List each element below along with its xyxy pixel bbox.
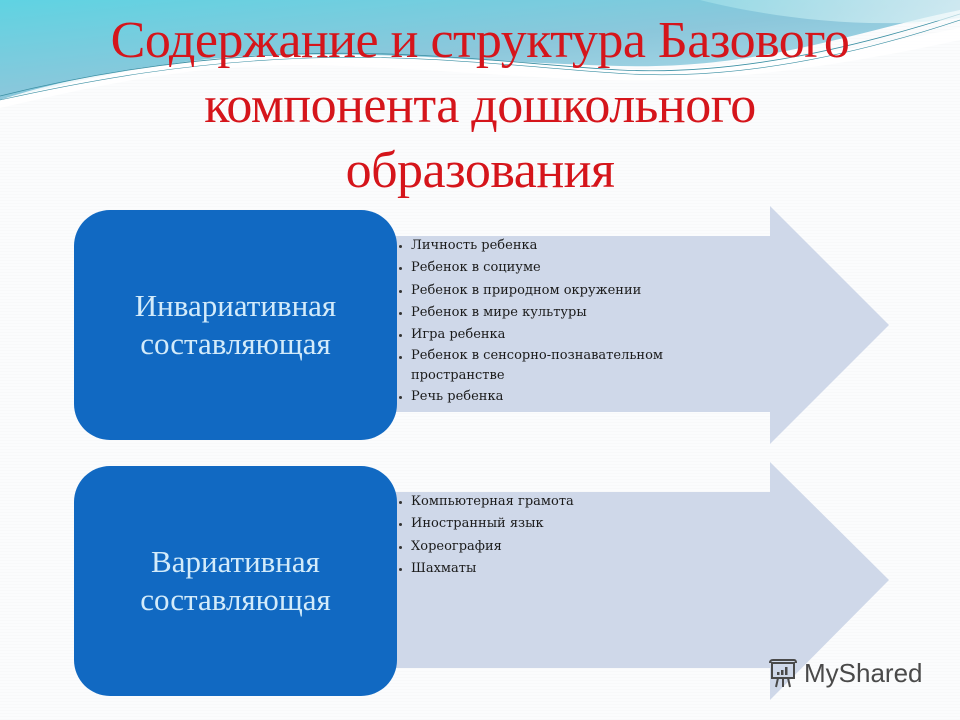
invariant-component-box: Инвариативная составляющая — [74, 210, 397, 440]
list-item: Ребенок в социуме — [398, 257, 718, 279]
invariant-items-list: Личность ребенка Ребенок в социуме Ребен… — [398, 235, 718, 409]
list-item: Речь ребенка — [398, 386, 718, 408]
arrow-shape-invariant — [395, 206, 889, 444]
variant-label-line-2: составляющая — [140, 582, 331, 617]
slide-title: Содержание и структура Базового компонен… — [0, 8, 960, 203]
list-item: Игра ребенка — [398, 324, 718, 346]
wave-background — [0, 0, 960, 108]
list-item: Ребенок в мире культуры — [398, 302, 718, 324]
variant-items-list: Компьютерная грамота Иностранный язык Хо… — [398, 491, 718, 580]
presentation-board-icon — [769, 658, 797, 687]
variant-label-line-1: Вариативная — [151, 544, 320, 579]
list-item-line-2: пространстве — [411, 368, 505, 384]
list-item-line-1: Ребенок в сенсорно-познавательном — [411, 348, 664, 364]
list-item: Хореография — [398, 536, 718, 558]
title-line-1: Содержание и структура Базового — [110, 12, 850, 69]
watermark-text: MyShared — [804, 658, 923, 688]
invariant-label-line-2: составляющая — [140, 326, 331, 361]
title-line-2: компонента дошкольного — [204, 77, 756, 134]
list-item: Шахматы — [398, 558, 718, 580]
arrow-shape-variant — [395, 462, 889, 700]
variant-component-box: Вариативная составляющая — [74, 466, 397, 696]
myshared-watermark: MyShared — [768, 658, 923, 689]
title-line-3: образования — [345, 142, 615, 199]
list-item: Компьютерная грамота — [398, 491, 718, 513]
list-item: Ребенок в сенсорно-познавательном простр… — [398, 346, 718, 386]
invariant-label-line-1: Инвариативная — [134, 288, 337, 323]
list-item: Иностранный язык — [398, 513, 718, 535]
list-item: Личность ребенка — [398, 235, 718, 257]
list-item: Ребенок в природном окружении — [398, 280, 718, 302]
